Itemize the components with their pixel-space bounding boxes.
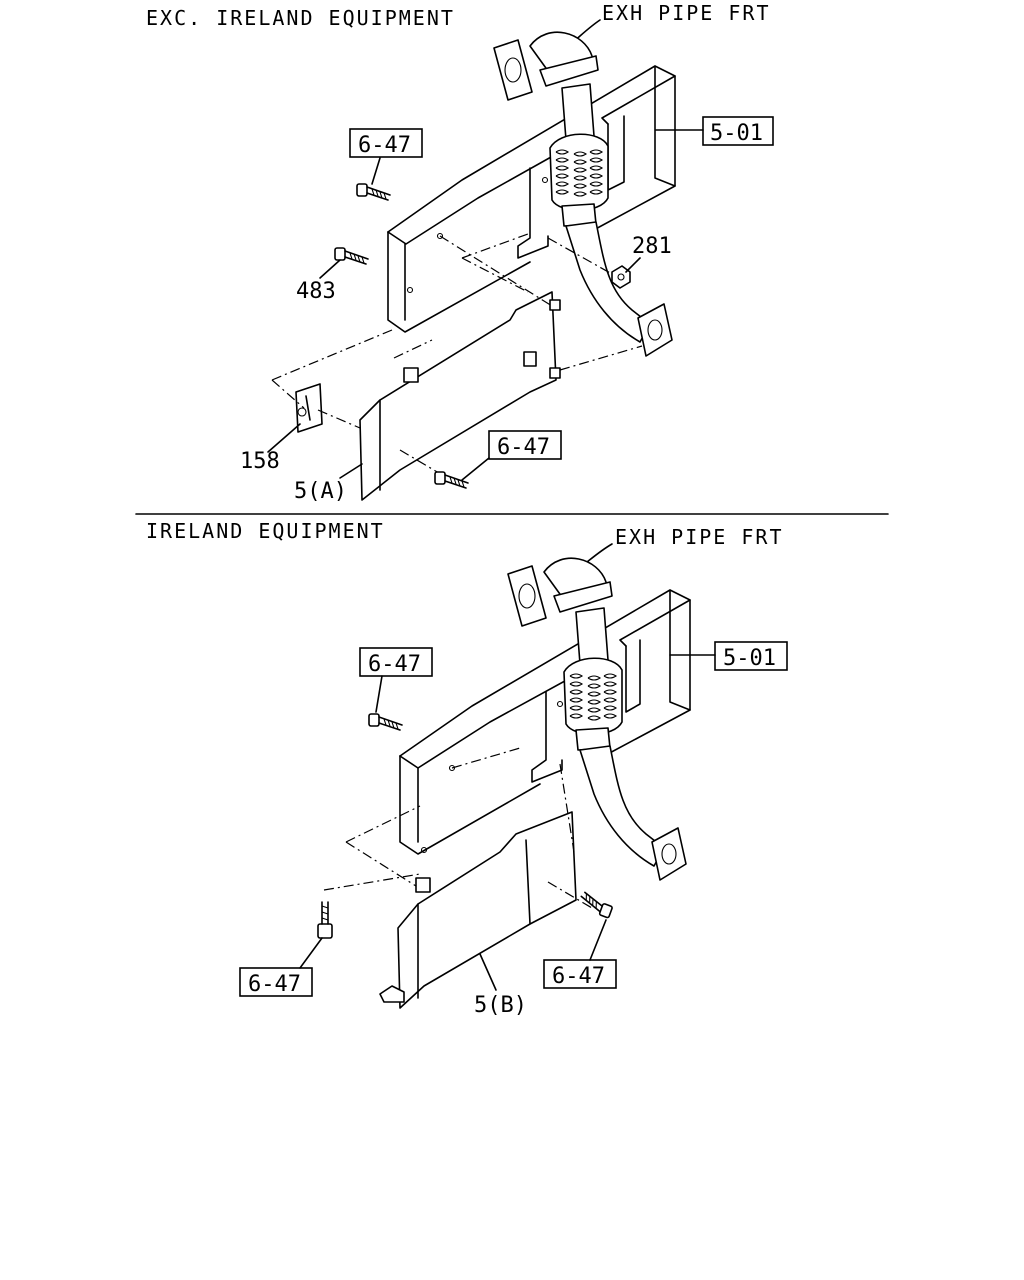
section-title: EXC. IRELAND EQUIPMENT — [146, 6, 455, 30]
exh-pipe-label: EXH PIPE FRT — [602, 1, 771, 25]
ref-box-bolt-top: 6-47 — [359, 647, 433, 713]
bolt-icon — [334, 247, 369, 265]
bolt-icon — [317, 901, 333, 939]
svg-text:6-47: 6-47 — [497, 435, 550, 460]
bolt-icon — [576, 890, 615, 919]
exhaust-pipe — [493, 31, 673, 357]
section-exc-ireland: EXC. IRELAND EQUIPMENT EXH PIPE FRT — [146, 1, 774, 504]
exhaust-pipe — [507, 557, 687, 881]
nut-icon — [611, 265, 631, 289]
frame-rail — [399, 589, 691, 855]
bolt-icon — [368, 713, 403, 731]
svg-text:6-47: 6-47 — [358, 133, 411, 158]
section-title: IRELAND EQUIPMENT — [146, 519, 385, 543]
part-number-cover-b: 5(B) — [474, 993, 527, 1018]
heat-cover-a — [359, 291, 557, 501]
section-ireland: IRELAND EQUIPMENT EXH PIPE FRT — [146, 519, 788, 1018]
heat-cover-b — [379, 811, 577, 1009]
part-number-cover-a: 5(A) — [294, 479, 347, 504]
svg-text:6-47: 6-47 — [248, 972, 301, 997]
ref-box-bolt-top: 6-47 — [349, 128, 423, 185]
ref-box-bolt-left: 6-47 — [239, 937, 323, 997]
ref-box-frame: 5-01 — [669, 641, 788, 671]
bracket-158 — [295, 383, 323, 433]
part-number-bracket: 158 — [240, 449, 280, 474]
svg-text:5-01: 5-01 — [723, 646, 776, 671]
svg-text:5-01: 5-01 — [710, 121, 763, 146]
bolt-icon — [356, 183, 391, 201]
frame-rail — [387, 65, 676, 333]
part-number-nut: 281 — [632, 234, 672, 259]
exh-pipe-label: EXH PIPE FRT — [615, 525, 784, 549]
ref-box-bolt-bottom: 6-47 — [461, 430, 562, 481]
ref-box-bolt-right: 6-47 — [543, 919, 617, 989]
part-number-bolt: 483 — [296, 279, 336, 304]
svg-text:6-47: 6-47 — [552, 964, 605, 989]
svg-text:6-47: 6-47 — [368, 652, 421, 677]
ref-box-frame: 5-01 — [655, 116, 774, 146]
